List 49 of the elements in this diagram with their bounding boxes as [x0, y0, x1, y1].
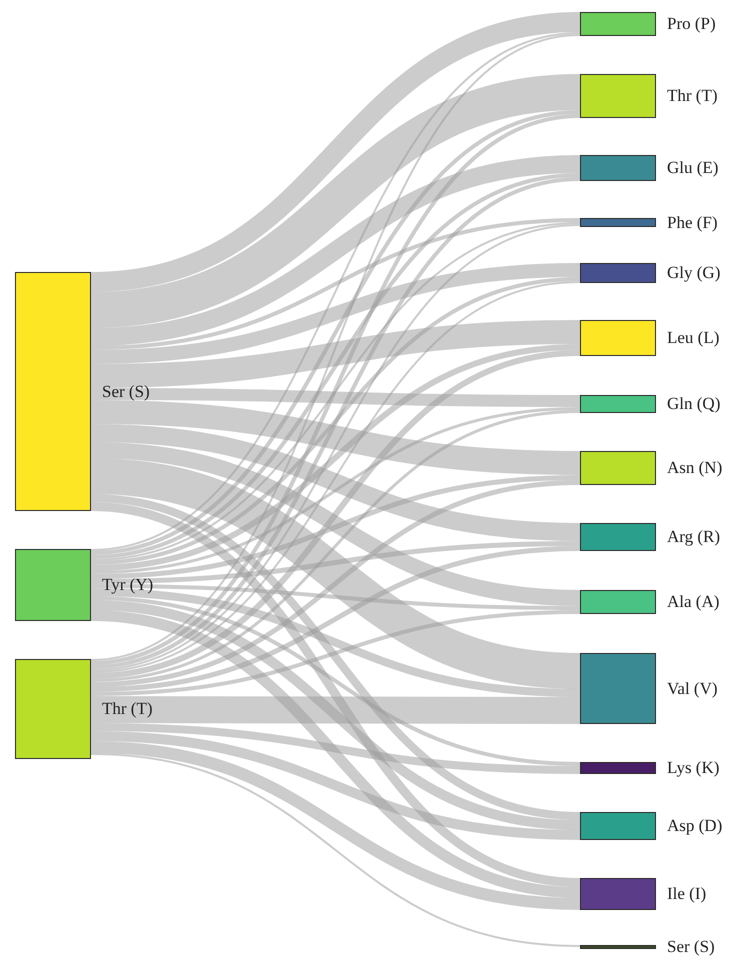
- node-label: Ala (A): [667, 592, 720, 612]
- node-label: Thr (T): [667, 86, 718, 106]
- node-label: Ser (S): [102, 382, 150, 402]
- node-label: Thr (T): [102, 699, 153, 719]
- node-label: Ile (I): [667, 884, 706, 904]
- flow-band: [90, 753, 580, 947]
- flow-band: [90, 610, 581, 898]
- flow-band: [90, 442, 580, 606]
- flow-band: [90, 74, 582, 328]
- node-label: Gln (Q): [667, 394, 720, 414]
- flow-band: [90, 588, 580, 697]
- flow-band: [90, 344, 580, 571]
- flow-band: [90, 741, 580, 910]
- flow-band: [90, 424, 580, 541]
- node-label: Tyr (Y): [102, 575, 154, 595]
- flow-band: [90, 546, 580, 692]
- flow-band: [90, 155, 581, 346]
- node-label: Lys (K): [667, 758, 720, 778]
- flow-band: [90, 731, 580, 840]
- flow-band: [90, 494, 580, 820]
- node-label: Phe (F): [667, 212, 718, 232]
- flow-band: [90, 320, 580, 388]
- node-label: Pro (P): [667, 14, 716, 34]
- flow-band: [90, 502, 581, 887]
- node-label: Glu (E): [667, 158, 718, 178]
- node-label: Arg (R): [667, 527, 720, 547]
- node-label: Asp (D): [667, 816, 722, 836]
- flow-band: [90, 610, 580, 696]
- node-label: Val (V): [667, 678, 718, 698]
- flow-band: [90, 410, 580, 682]
- flow-band: [90, 600, 580, 830]
- flow-band: [90, 475, 580, 579]
- node-label: Ser (S): [667, 937, 715, 957]
- flow-band: [90, 263, 580, 364]
- flow-band: [90, 218, 580, 350]
- flow-band: [91, 696, 580, 724]
- flow-band: [90, 596, 580, 766]
- node-label: Asn (N): [667, 458, 722, 478]
- flow-band: [90, 350, 580, 679]
- flow-band: [90, 32, 580, 551]
- node-label: Gly (G): [667, 263, 720, 283]
- flow-band: [90, 541, 580, 584]
- flow-band: [90, 277, 580, 565]
- node-label: Leu (L): [667, 328, 720, 348]
- flow-band: [90, 388, 580, 407]
- flow-band: [90, 400, 580, 475]
- flow-band: [90, 723, 580, 774]
- flow-band: [90, 407, 580, 574]
- flow-band: [90, 584, 580, 610]
